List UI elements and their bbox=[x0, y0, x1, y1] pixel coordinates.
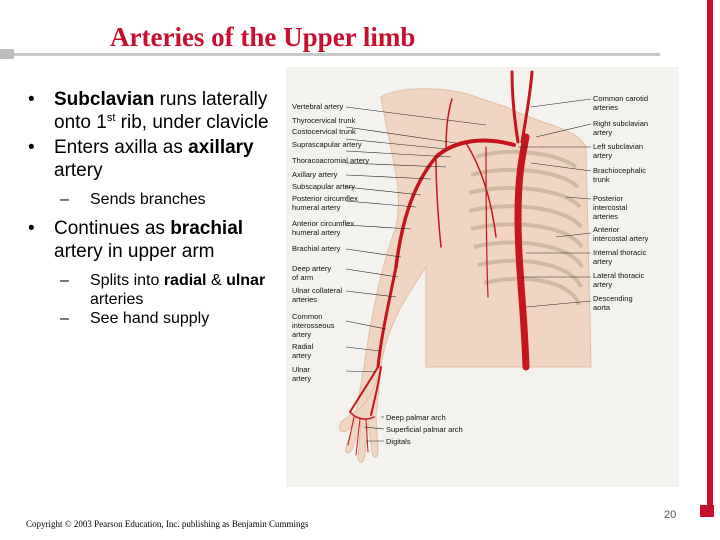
label-internal-thoracic-2: artery bbox=[593, 257, 612, 266]
copyright-footer: Copyright © 2003 Pearson Education, Inc.… bbox=[26, 519, 309, 529]
label-left-subclavian-2: artery bbox=[593, 151, 612, 160]
bullet-bold-term: axillary bbox=[188, 137, 254, 158]
bullet-dot: • bbox=[28, 89, 35, 110]
right-accent-mark bbox=[700, 505, 714, 517]
sub-bullet-text: & bbox=[206, 272, 227, 289]
label-anterior-intercostal-2: intercostal artery bbox=[593, 234, 649, 243]
label-common-interosseous-3: artery bbox=[292, 330, 311, 339]
artery-illustration: Vertebral artery Thyrocervical trunk Cos… bbox=[292, 70, 649, 463]
label-left-subclavian: Left subclavian bbox=[593, 142, 643, 151]
label-ulnar-artery: Ulnar bbox=[292, 365, 310, 374]
label-suprascapular-artery: Suprascapular artery bbox=[292, 140, 362, 149]
sub-bullet-text: arteries bbox=[90, 291, 144, 308]
label-lateral-thoracic: Lateral thoracic bbox=[593, 271, 645, 280]
label-radial-artery: Radial bbox=[292, 342, 314, 351]
label-radial-artery-2: artery bbox=[292, 351, 311, 360]
sub-bullet-text: Splits into bbox=[90, 272, 164, 289]
bullet-list: • Subclavian runs laterally onto 1st rib… bbox=[28, 88, 278, 328]
label-posterior-intercostal-2: intercostal bbox=[593, 203, 628, 212]
bullet-text: artery bbox=[54, 160, 103, 181]
sub-bullet-dash: – bbox=[60, 272, 69, 289]
leader-lines bbox=[345, 98, 592, 442]
sub-bullet-text: See hand supply bbox=[90, 310, 210, 327]
right-accent-bar bbox=[707, 0, 713, 505]
sub-bullet-dash: – bbox=[60, 191, 69, 208]
label-descending-aorta-2: aorta bbox=[593, 303, 611, 312]
label-posterior-circumflex-2: humeral artery bbox=[292, 203, 341, 212]
sub-bullet-hand: – See hand supply bbox=[60, 309, 278, 328]
bullet-text: Continues as bbox=[54, 218, 171, 239]
bullet-dot: • bbox=[28, 137, 35, 158]
bullet-subclavian: • Subclavian runs laterally onto 1st rib… bbox=[28, 88, 278, 134]
label-digitals: Digitals bbox=[386, 437, 411, 446]
label-common-interosseous-2: interosseous bbox=[292, 321, 335, 330]
label-deep-artery: Deep artery bbox=[292, 264, 331, 273]
label-ulnar-collateral: Ulnar collateral bbox=[292, 286, 342, 295]
label-brachiocephalic: Brachiocephalic bbox=[593, 166, 646, 175]
label-common-interosseous: Common bbox=[292, 312, 322, 321]
label-right-subclavian: Right subclavian bbox=[593, 119, 648, 128]
label-posterior-circumflex: Posterior circumflex bbox=[292, 194, 358, 203]
label-vertebral-artery: Vertebral artery bbox=[292, 102, 344, 111]
label-posterior-intercostal-3: arteries bbox=[593, 212, 618, 221]
bullet-text: rib, under clavicle bbox=[115, 112, 269, 133]
label-internal-thoracic: Internal thoracic bbox=[593, 248, 647, 257]
label-deep-artery-2: of arm bbox=[292, 273, 313, 282]
label-axillary-artery: Axillary artery bbox=[292, 170, 338, 179]
label-subscapular-artery: Subscapular artery bbox=[292, 182, 355, 191]
label-brachial-artery: Brachial artery bbox=[292, 244, 341, 253]
label-ulnar-collateral-2: arteries bbox=[292, 295, 317, 304]
bullet-axilla: • Enters axilla as axillary artery bbox=[28, 136, 278, 182]
label-lateral-thoracic-2: artery bbox=[593, 280, 612, 289]
label-common-carotid-2: arteries bbox=[593, 103, 618, 112]
title-rule-mark bbox=[0, 49, 14, 59]
label-anterior-intercostal: Anterior bbox=[593, 225, 620, 234]
label-brachiocephalic-2: trunk bbox=[593, 175, 610, 184]
sub-bullet-dash: – bbox=[60, 310, 69, 327]
label-superficial-palmar-arch: Superficial palmar arch bbox=[386, 425, 463, 434]
label-thoracoacromial-artery: Thoracoacromial artery bbox=[292, 156, 369, 165]
label-ulnar-artery-2: artery bbox=[292, 374, 311, 383]
label-costocervical-trunk: Costocervical trunk bbox=[292, 127, 356, 136]
slide-title: Arteries of the Upper limb bbox=[110, 22, 416, 52]
bullet-bold-term: Subclavian bbox=[54, 89, 155, 110]
bullet-bold-term: brachial bbox=[170, 218, 244, 239]
sub-bullet-splits: – Splits into radial & ulnar arteries bbox=[60, 271, 278, 309]
torso-silhouette bbox=[355, 88, 592, 414]
label-deep-palmar-arch: Deep palmar arch bbox=[386, 413, 446, 422]
sub-bullet-text: Sends branches bbox=[90, 191, 206, 208]
bullet-text: runs laterally onto 1 bbox=[54, 89, 268, 133]
label-thyrocervical-trunk: Thyrocervical trunk bbox=[292, 116, 356, 125]
label-anterior-circumflex: Anterior circumflex bbox=[292, 219, 354, 228]
anatomy-figure: Vertebral artery Thyrocervical trunk Cos… bbox=[286, 67, 679, 487]
arteries bbox=[347, 70, 534, 456]
label-common-carotid: Common carotid bbox=[593, 94, 648, 103]
sub-bullet-branches: – Sends branches bbox=[60, 190, 278, 209]
label-descending-aorta: Descending bbox=[593, 294, 633, 303]
bullet-superscript: st bbox=[106, 112, 116, 124]
sub-bullet-bold-term: radial bbox=[163, 272, 207, 289]
label-anterior-circumflex-2: humeral artery bbox=[292, 228, 341, 237]
title-underline bbox=[14, 53, 660, 56]
page-number: 20 bbox=[664, 509, 677, 521]
bullet-brachial: • Continues as brachial artery in upper … bbox=[28, 217, 278, 263]
rib-cage bbox=[468, 149, 584, 306]
sub-bullet-bold-term: ulnar bbox=[226, 272, 266, 289]
bullet-dot: • bbox=[28, 218, 35, 239]
label-right-subclavian-2: artery bbox=[593, 128, 612, 137]
bullet-text: artery in upper arm bbox=[54, 241, 215, 262]
bullet-text: Enters axilla as bbox=[54, 137, 189, 158]
label-posterior-intercostal: Posterior bbox=[593, 194, 624, 203]
